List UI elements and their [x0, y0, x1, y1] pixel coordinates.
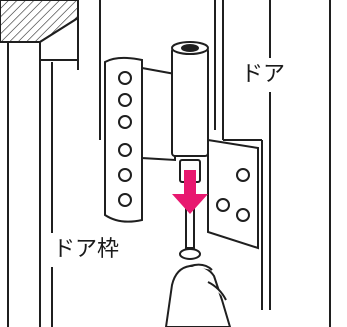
- door-frame-label: ドア枠: [45, 233, 127, 267]
- hinge-barrel: [172, 42, 208, 259]
- hinge-right-leaf: [208, 140, 258, 248]
- hinge-left-leaf: [105, 58, 175, 222]
- door-label: ドア: [233, 58, 293, 92]
- hand-icon: [166, 265, 230, 327]
- arrow-down-icon: [172, 170, 208, 214]
- door-frame: [0, 0, 100, 327]
